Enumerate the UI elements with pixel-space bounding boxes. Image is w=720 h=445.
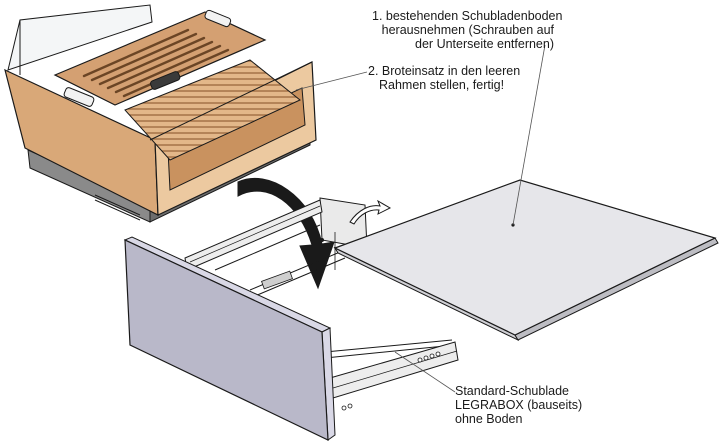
- annotation-drawer-label: Standard-Schublade LEGRABOX (bauseits) o…: [455, 384, 582, 426]
- lid-handle: [63, 87, 95, 107]
- annotation-step-1: 1. bestehenden Schubladenboden herausneh…: [372, 9, 563, 51]
- annotation-step-2-line-1: 2. Broteinsatz in den leeren: [368, 64, 521, 78]
- small-arrow-icon: [349, 199, 392, 225]
- annotation-step-1-line-2: herausnehmen (Schrauben auf: [381, 23, 554, 37]
- leader-drawer: [394, 351, 456, 393]
- annotation-step-2-line-2: Rahmen stellen, fertig!: [379, 78, 505, 92]
- bread-insert: [4, 4, 317, 223]
- drawer-bottom-board: [333, 179, 719, 342]
- leader-step1: [512, 44, 546, 226]
- annotation-step-1-line-1: 1. bestehenden Schubladenboden: [372, 9, 563, 23]
- annotation-step-1-line-3: der Unterseite entfernen): [415, 37, 554, 51]
- insert-glass-wall: [7, 4, 153, 71]
- annotation-step-2: 2. Broteinsatz in den leeren Rahmen stel…: [368, 64, 520, 92]
- lid-handle: [149, 71, 181, 90]
- rail-holes: [341, 351, 441, 411]
- drawer-front-panel: [123, 236, 336, 441]
- annotation-drawer-line-1: Standard-Schublade: [455, 384, 569, 398]
- annotation-drawer-line-3: ohne Boden: [455, 412, 523, 426]
- drawer-frame: [184, 197, 459, 411]
- leader-lines: [295, 44, 546, 393]
- leader-step2: [295, 71, 368, 91]
- annotation-drawer-line-2: LEGRABOX (bauseits): [455, 398, 583, 412]
